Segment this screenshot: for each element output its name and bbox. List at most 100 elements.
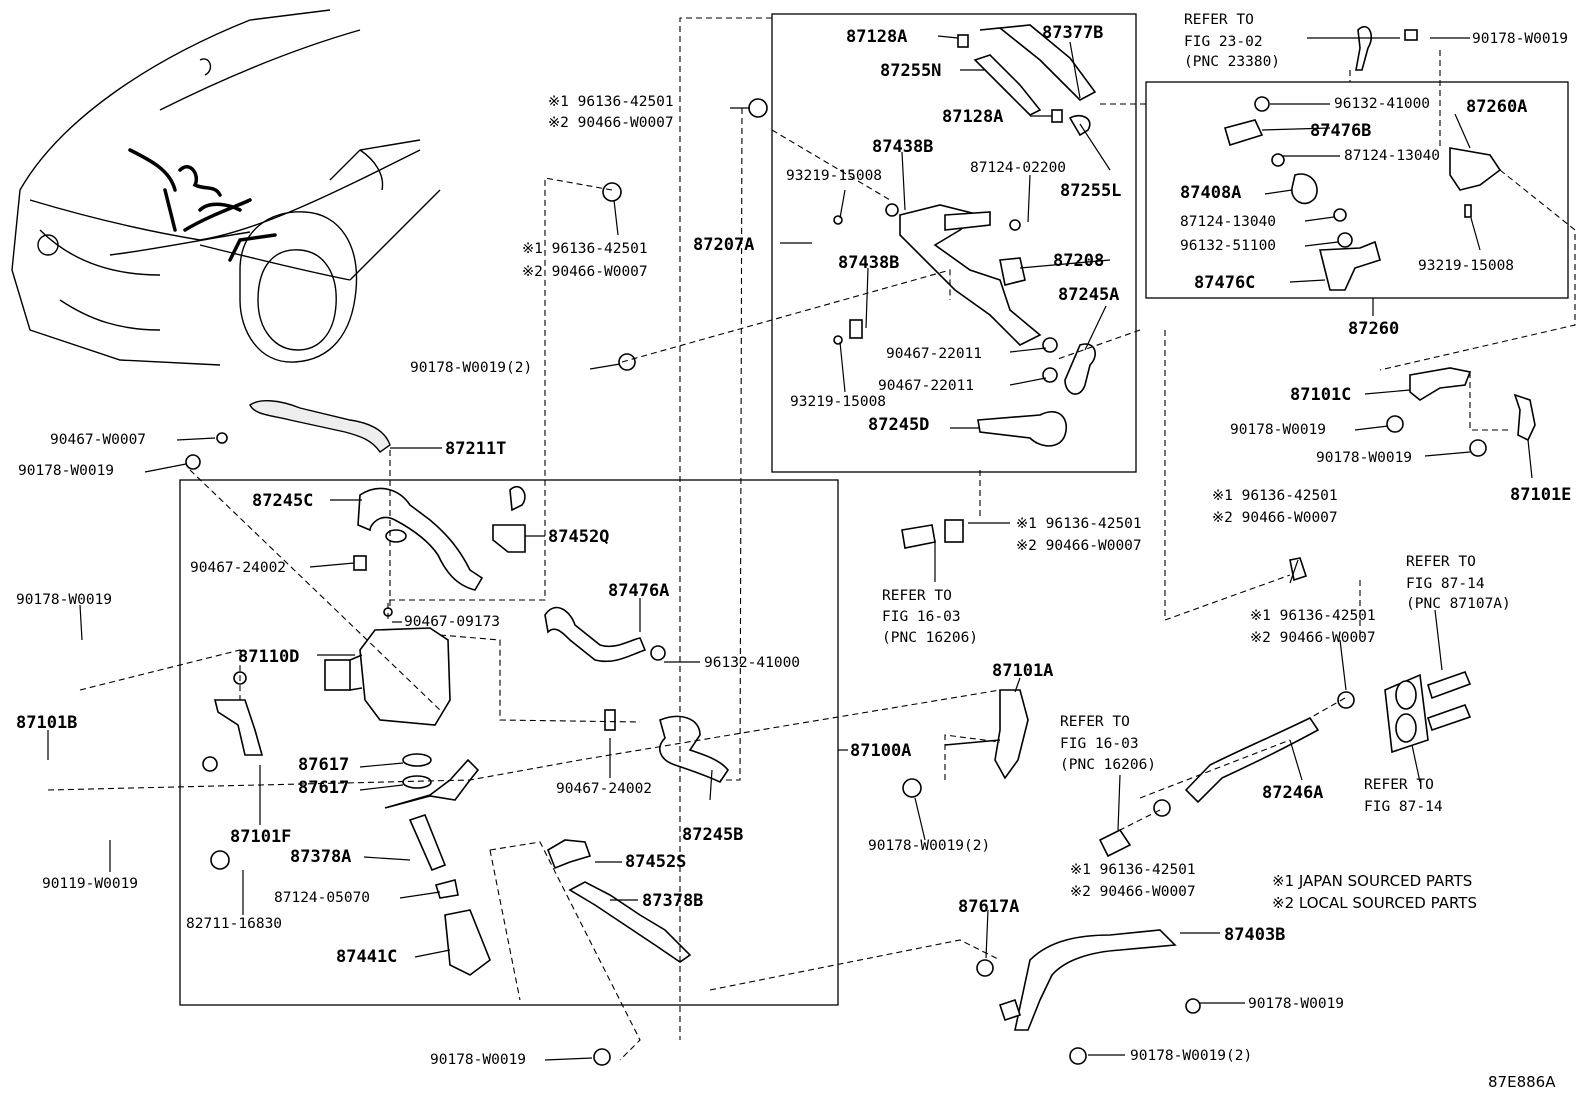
label-90178-W0019-br: 90178-W0019 bbox=[1248, 996, 1344, 1012]
label-87617-1: 87617 bbox=[298, 755, 349, 775]
label-90178-W0019-bot: 90178-W0019 bbox=[430, 1052, 526, 1068]
label-87128A-1: 87128A bbox=[846, 27, 907, 47]
label-87101A: 87101A bbox=[992, 661, 1053, 681]
label-90467-W0007: 90467-W0007 bbox=[50, 432, 146, 448]
label-96132-51100: 96132-51100 bbox=[1180, 238, 1276, 254]
label-87255N: 87255N bbox=[880, 61, 941, 81]
label-90178-W0019-r1: 90178-W0019 bbox=[1230, 422, 1326, 438]
label-90178-W0019-far: 90178-W0019 bbox=[16, 592, 112, 608]
label-87378A: 87378A bbox=[290, 847, 351, 867]
label-87260A: 87260A bbox=[1466, 97, 1527, 117]
label-93219-15008-2: 93219-15008 bbox=[790, 394, 886, 410]
label-96132-41000-b: 96132-41000 bbox=[704, 655, 800, 671]
label-90178-W0019-2a: 90178-W0019(2) bbox=[410, 360, 532, 376]
label-s2-top: ※2 90466-W0007 bbox=[548, 115, 674, 131]
label-90467-24002-1: 90467-24002 bbox=[190, 560, 286, 576]
vehicle-illustration bbox=[11, 9, 441, 366]
label-87110D: 87110D bbox=[238, 647, 299, 667]
label-87101F: 87101F bbox=[230, 827, 291, 847]
label-90178-W0019-r2: 90178-W0019 bbox=[1316, 450, 1412, 466]
label-s1-r1: ※1 96136-42501 bbox=[1212, 488, 1338, 504]
group-box-87207A bbox=[771, 13, 1137, 473]
leader-lines bbox=[47, 35, 1533, 1061]
ref-fig87b-line2: FIG 87-14 bbox=[1364, 799, 1443, 815]
label-87476B: 87476B bbox=[1310, 121, 1371, 141]
label-87617A: 87617A bbox=[958, 897, 1019, 917]
label-s1-r4: ※1 96136-42501 bbox=[1070, 862, 1196, 878]
label-90178-W0019-2b: 90178-W0019(2) bbox=[868, 838, 990, 854]
label-87441C: 87441C bbox=[336, 947, 397, 967]
note-local-sourced: ※2 LOCAL SOURCED PARTS bbox=[1272, 894, 1477, 912]
ref-fig87a-line3: (PNC 87107A) bbox=[1406, 596, 1511, 612]
label-87260: 87260 bbox=[1348, 319, 1399, 339]
label-s1-r2: ※1 96136-42501 bbox=[1016, 516, 1142, 532]
label-87246A: 87246A bbox=[1262, 783, 1323, 803]
ref-fig16b-line2: FIG 16-03 bbox=[1060, 736, 1139, 752]
label-s2-r1: ※2 90466-W0007 bbox=[1212, 510, 1338, 526]
label-87617-2: 87617 bbox=[298, 778, 349, 798]
label-87255L: 87255L bbox=[1060, 181, 1121, 201]
label-87101C: 87101C bbox=[1290, 385, 1351, 405]
ref-fig16b-line3: (PNC 16206) bbox=[1060, 757, 1156, 773]
label-87245B: 87245B bbox=[682, 825, 743, 845]
label-90119-W0019: 90119-W0019 bbox=[42, 876, 138, 892]
label-87101E: 87101E bbox=[1510, 485, 1571, 505]
label-87124-02200: 87124-02200 bbox=[970, 160, 1066, 176]
label-s2-r3: ※2 90466-W0007 bbox=[1250, 630, 1376, 646]
label-s1-top: ※1 96136-42501 bbox=[548, 94, 674, 110]
label-87245C: 87245C bbox=[252, 491, 313, 511]
part-shapes bbox=[185, 24, 1536, 1066]
label-87128A-2: 87128A bbox=[942, 107, 1003, 127]
label-87438B-2: 87438B bbox=[838, 253, 899, 273]
ref-fig87a-line2: FIG 87-14 bbox=[1406, 576, 1485, 592]
label-87207A: 87207A bbox=[693, 235, 754, 255]
label-87124-05070: 87124-05070 bbox=[274, 890, 370, 906]
ref-fig23-line2: FIG 23-02 bbox=[1184, 34, 1263, 50]
label-90467-22011-2: 90467-22011 bbox=[878, 378, 974, 394]
label-s2-r4: ※2 90466-W0007 bbox=[1070, 884, 1196, 900]
diagram-id: 87E886A bbox=[1488, 1073, 1556, 1091]
label-87452Q: 87452Q bbox=[548, 527, 609, 547]
ref-fig16a-line2: FIG 16-03 bbox=[882, 609, 961, 625]
label-87100A: 87100A bbox=[850, 741, 911, 761]
label-90467-22011-1: 90467-22011 bbox=[886, 346, 982, 362]
label-87403B: 87403B bbox=[1224, 925, 1285, 945]
label-87208: 87208 bbox=[1053, 251, 1104, 271]
ref-fig23-line1: REFER TO bbox=[1184, 12, 1254, 28]
label-90178-W0019-tr: 90178-W0019 bbox=[1472, 31, 1568, 47]
label-87211T: 87211T bbox=[445, 439, 506, 459]
label-87476C: 87476C bbox=[1194, 273, 1255, 293]
ref-fig23-line3: (PNC 23380) bbox=[1184, 54, 1280, 70]
ref-fig16b-line1: REFER TO bbox=[1060, 714, 1130, 730]
label-90178-W0019-left: 90178-W0019 bbox=[18, 463, 114, 479]
label-87438B-1: 87438B bbox=[872, 137, 933, 157]
label-87124-13040-2: 87124-13040 bbox=[1180, 214, 1276, 230]
label-90178-W0019-2c: 90178-W0019(2) bbox=[1130, 1048, 1252, 1064]
group-box-87100A bbox=[179, 479, 839, 1006]
label-s2-mid: ※2 90466-W0007 bbox=[522, 264, 648, 280]
group-box-87260 bbox=[1145, 81, 1569, 299]
label-87124-13040-1: 87124-13040 bbox=[1344, 148, 1440, 164]
labels: 87128A 87377B 87255N 87128A 87438B 93219… bbox=[16, 12, 1571, 1091]
ref-fig16a-line3: (PNC 16206) bbox=[882, 630, 978, 646]
label-87245A: 87245A bbox=[1058, 285, 1119, 305]
label-90467-24002-2: 90467-24002 bbox=[556, 781, 652, 797]
dashed-lines bbox=[47, 17, 1576, 1061]
label-87476A: 87476A bbox=[608, 581, 669, 601]
ref-fig16a-line1: REFER TO bbox=[882, 588, 952, 604]
label-96132-41000-a: 96132-41000 bbox=[1334, 96, 1430, 112]
label-87101B: 87101B bbox=[16, 713, 77, 733]
label-s1-r3: ※1 96136-42501 bbox=[1250, 608, 1376, 624]
ref-fig87b-line1: REFER TO bbox=[1364, 777, 1434, 793]
label-82711-16830: 82711-16830 bbox=[186, 916, 282, 932]
label-87377B: 87377B bbox=[1042, 23, 1103, 43]
label-87378B: 87378B bbox=[642, 891, 703, 911]
label-90467-09173: 90467-09173 bbox=[404, 614, 500, 630]
label-93219-15008-3: 93219-15008 bbox=[1418, 258, 1514, 274]
note-japan-sourced: ※1 JAPAN SOURCED PARTS bbox=[1272, 872, 1472, 890]
label-93219-15008-1: 93219-15008 bbox=[786, 168, 882, 184]
label-87245D: 87245D bbox=[868, 415, 929, 435]
label-87452S: 87452S bbox=[625, 852, 686, 872]
label-s2-r2: ※2 90466-W0007 bbox=[1016, 538, 1142, 554]
